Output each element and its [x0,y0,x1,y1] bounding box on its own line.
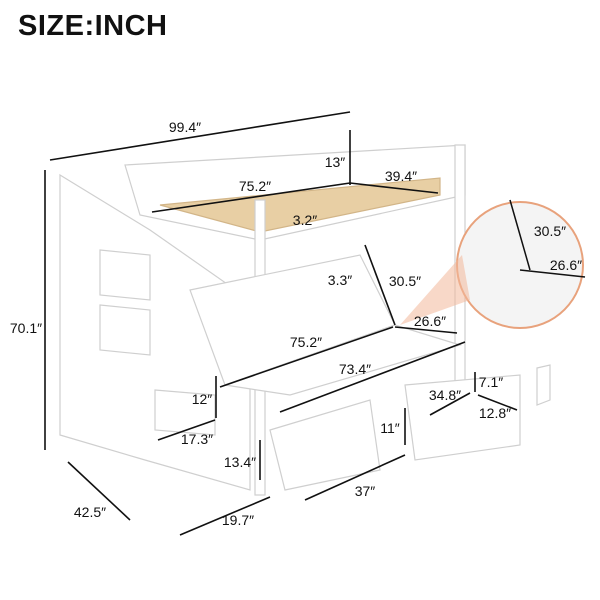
dim-overall-length: 99.4″ [168,119,202,135]
dim-futon-length: 75.2″ [289,334,323,350]
dim-stair-width: 19.7″ [221,512,255,528]
dim-guardrail-height: 13″ [324,154,346,170]
dim-inset-back-height: 30.5″ [533,223,567,239]
bed-frame [59,144,551,496]
drawer-panel [536,364,551,406]
dim-drawer-height: 11″ [380,420,400,436]
dim-top-length: 75.2″ [238,178,272,194]
dim-futon-inner-length: 73.4″ [338,361,372,377]
dim-top-width: 39.4″ [384,168,418,184]
dim-futon-slat-gap: 3.3″ [327,272,353,288]
drawer-right [404,374,521,461]
dim-step-height: 12″ [191,391,213,407]
dimension-arrows [44,111,518,536]
dim-drawer-length: 34.8″ [428,387,462,403]
drawer-left [269,399,381,491]
dim-overall-height: 70.1″ [9,320,43,336]
dim-drawer-depth: 12.8″ [478,405,512,421]
dim-drawer-height-small: 7.1″ [478,374,504,390]
dim-futon-seat-depth: 26.6″ [413,313,447,329]
dim-drawer-width: 37″ [354,483,376,499]
top-slats [159,177,441,233]
dim-inset-seat-depth: 26.6″ [549,257,583,273]
dim-overall-width: 42.5″ [73,504,107,520]
detail-inset [400,199,586,329]
dim-drawer-front-height: 13.4″ [223,454,257,470]
dim-futon-back-height: 30.5″ [388,273,422,289]
size-unit-title: SIZE:INCH [18,10,168,42]
dim-top-slat-gap: 3.2″ [292,212,318,228]
dim-step-depth: 17.3″ [180,431,214,447]
